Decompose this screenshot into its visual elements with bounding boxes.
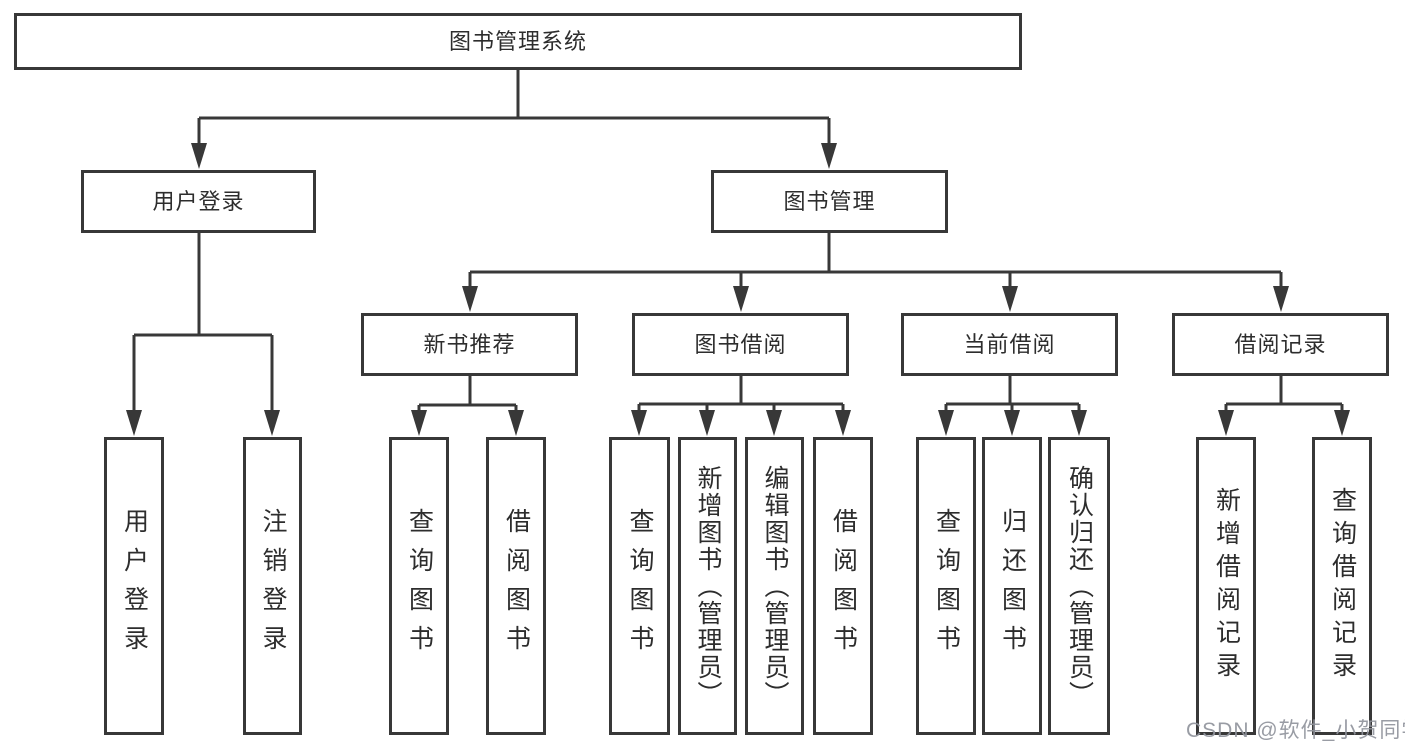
connector-userlogin-to-leaves: [132, 233, 274, 413]
leaf-cb-confirm-return-admin-label: 确认归还（管理员）: [1065, 464, 1094, 708]
csdn-watermark: CSDN @软件_小贺同学: [1186, 719, 1405, 742]
node-root-label: 图书管理系统: [448, 28, 587, 54]
node-current-borrowing: 当前借阅: [901, 313, 1118, 376]
node-user-login-group: 用户登录: [81, 170, 316, 233]
leaf-user-login-label: 用户登录: [120, 508, 149, 664]
leaf-cb-return-books-label: 归还图书: [998, 508, 1027, 664]
leaf-bb-query-books-label: 查询图书: [626, 508, 654, 664]
node-root-library-system: 图书管理系统: [14, 13, 1022, 70]
leaf-cb-query-books-label: 查询图书: [932, 508, 961, 664]
node-book-borrowing-label: 图书借阅: [694, 331, 787, 357]
connector-bookmgmt-to-level3: [468, 233, 1283, 289]
connector-newbookrec-to-leaves: [417, 376, 518, 413]
leaf-cb-return-books: 归还图书: [982, 437, 1042, 735]
connector-root-to-level2: [197, 70, 831, 146]
node-new-book-recommendation-label: 新书推荐: [423, 331, 516, 357]
node-borrowing-records: 借阅记录: [1172, 313, 1389, 376]
node-book-management-group-label: 图书管理: [783, 188, 876, 214]
connector-currentborrow-to-leaves: [944, 376, 1081, 413]
leaf-bb-borrow-books: 借阅图书: [813, 437, 873, 735]
node-book-management-group: 图书管理: [711, 170, 948, 233]
node-book-borrowing: 图书借阅: [632, 313, 849, 376]
leaf-bb-edit-books-admin: 编辑图书（管理员）: [745, 437, 804, 735]
leaf-logout: 注销登录: [243, 437, 302, 735]
leaf-bb-borrow-books-label: 借阅图书: [829, 508, 858, 664]
leaf-user-login: 用户登录: [104, 437, 164, 735]
node-current-borrowing-label: 当前借阅: [963, 331, 1056, 357]
leaf-rec-query-books: 查询图书: [389, 437, 449, 735]
node-user-login-group-label: 用户登录: [152, 188, 245, 214]
leaf-br-query-record: 查询借阅记录: [1312, 437, 1372, 735]
node-borrowing-records-label: 借阅记录: [1234, 331, 1327, 357]
leaf-logout-label: 注销登录: [259, 508, 287, 664]
leaf-bb-edit-books-admin-label: 编辑图书（管理员）: [761, 464, 789, 708]
leaf-br-query-record-label: 查询借阅记录: [1328, 487, 1357, 685]
leaf-rec-borrow-books-label: 借阅图书: [502, 508, 531, 664]
leaf-bb-query-books: 查询图书: [609, 437, 670, 735]
leaf-rec-query-books-label: 查询图书: [405, 508, 434, 664]
leaf-cb-query-books: 查询图书: [916, 437, 976, 735]
leaf-bb-add-books-admin-label: 新增图书（管理员）: [694, 464, 722, 708]
leaf-br-add-record-label: 新增借阅记录: [1212, 487, 1241, 685]
connector-borrowrecords-to-leaves: [1224, 376, 1344, 413]
node-new-book-recommendation: 新书推荐: [361, 313, 578, 376]
leaf-cb-confirm-return-admin: 确认归还（管理员）: [1048, 437, 1110, 735]
arrowheads: [126, 143, 1350, 436]
leaf-bb-add-books-admin: 新增图书（管理员）: [678, 437, 737, 735]
leaf-br-add-record: 新增借阅记录: [1196, 437, 1256, 735]
connector-bookborrow-to-leaves: [637, 376, 845, 413]
leaf-rec-borrow-books: 借阅图书: [486, 437, 546, 735]
